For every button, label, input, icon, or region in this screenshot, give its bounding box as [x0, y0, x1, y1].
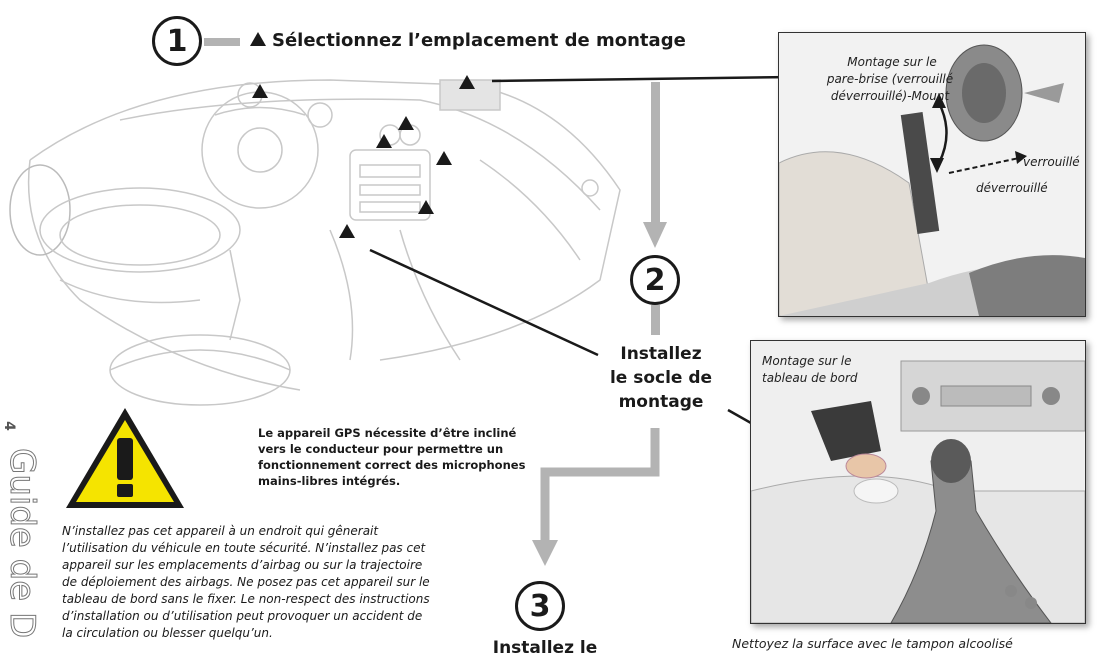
step-three-title-line1: Installez le	[492, 638, 598, 658]
step-two-title-line2: le socle de	[609, 368, 713, 388]
lock-label: verrouillé	[1023, 155, 1080, 169]
step-one-title: Sélectionnez l’emplacement de montage	[272, 30, 686, 51]
step-two-title-line3: montage	[618, 392, 704, 412]
windshield-caption-line1: Montage sur le	[847, 55, 937, 69]
warning-text-line5: tableau de bord sans le fixer. Le non-re…	[62, 592, 430, 606]
unlock-label: déverrouillé	[976, 181, 1048, 195]
warning-text-line4: de déploiement des airbags. Ne posez pas…	[62, 575, 430, 589]
step-three-circle: 3	[515, 581, 565, 631]
dashboard-caption-line1: Montage sur le	[762, 354, 852, 368]
triangle-marker-icon	[250, 32, 266, 46]
step-one-circle: 1	[152, 16, 202, 66]
warning-bold-line3: fonctionnement correct des microphones	[258, 458, 526, 472]
warning-bold-line4: mains-libres intégrés.	[258, 474, 401, 488]
windshield-mount-photo	[778, 32, 1086, 317]
car-interior-illustration	[9, 75, 621, 406]
windshield-caption-line3: déverrouillé)-Mount	[830, 89, 950, 103]
warning-text-line7: la circulation ou blesser quelqu’un.	[62, 626, 273, 640]
warning-icon	[66, 408, 184, 508]
warning-text-line3: appareil sur les emplacements d’airbag o…	[62, 558, 423, 572]
warning-bold-line1: Le appareil GPS nécessite d’être incliné	[258, 426, 517, 440]
warning-text-line1: N’installez pas cet appareil à un endroi…	[62, 524, 379, 538]
windshield-caption-line2: pare-brise (verrouillé	[826, 72, 954, 86]
dashboard-mount-photo	[750, 340, 1086, 624]
step-one-connector	[204, 38, 240, 46]
windshield-mount-illustration	[779, 33, 1085, 316]
warning-text-line6: d’installation ou d’utilisation peut pro…	[62, 609, 423, 623]
warning-text-line2: l’utilisation du véhicule en toute sécur…	[62, 541, 426, 555]
step-two-circle: 2	[630, 255, 680, 305]
dashboard-bottom-caption: Nettoyez la surface avec le tampon alcoo…	[732, 636, 1013, 651]
step-two-title-line1: Installez	[620, 344, 702, 364]
warning-bold-line2: vers le conducteur pour permettre un	[258, 442, 504, 456]
dashboard-caption-line2: tableau de bord	[762, 371, 858, 385]
dashboard-mount-illustration	[751, 341, 1085, 623]
